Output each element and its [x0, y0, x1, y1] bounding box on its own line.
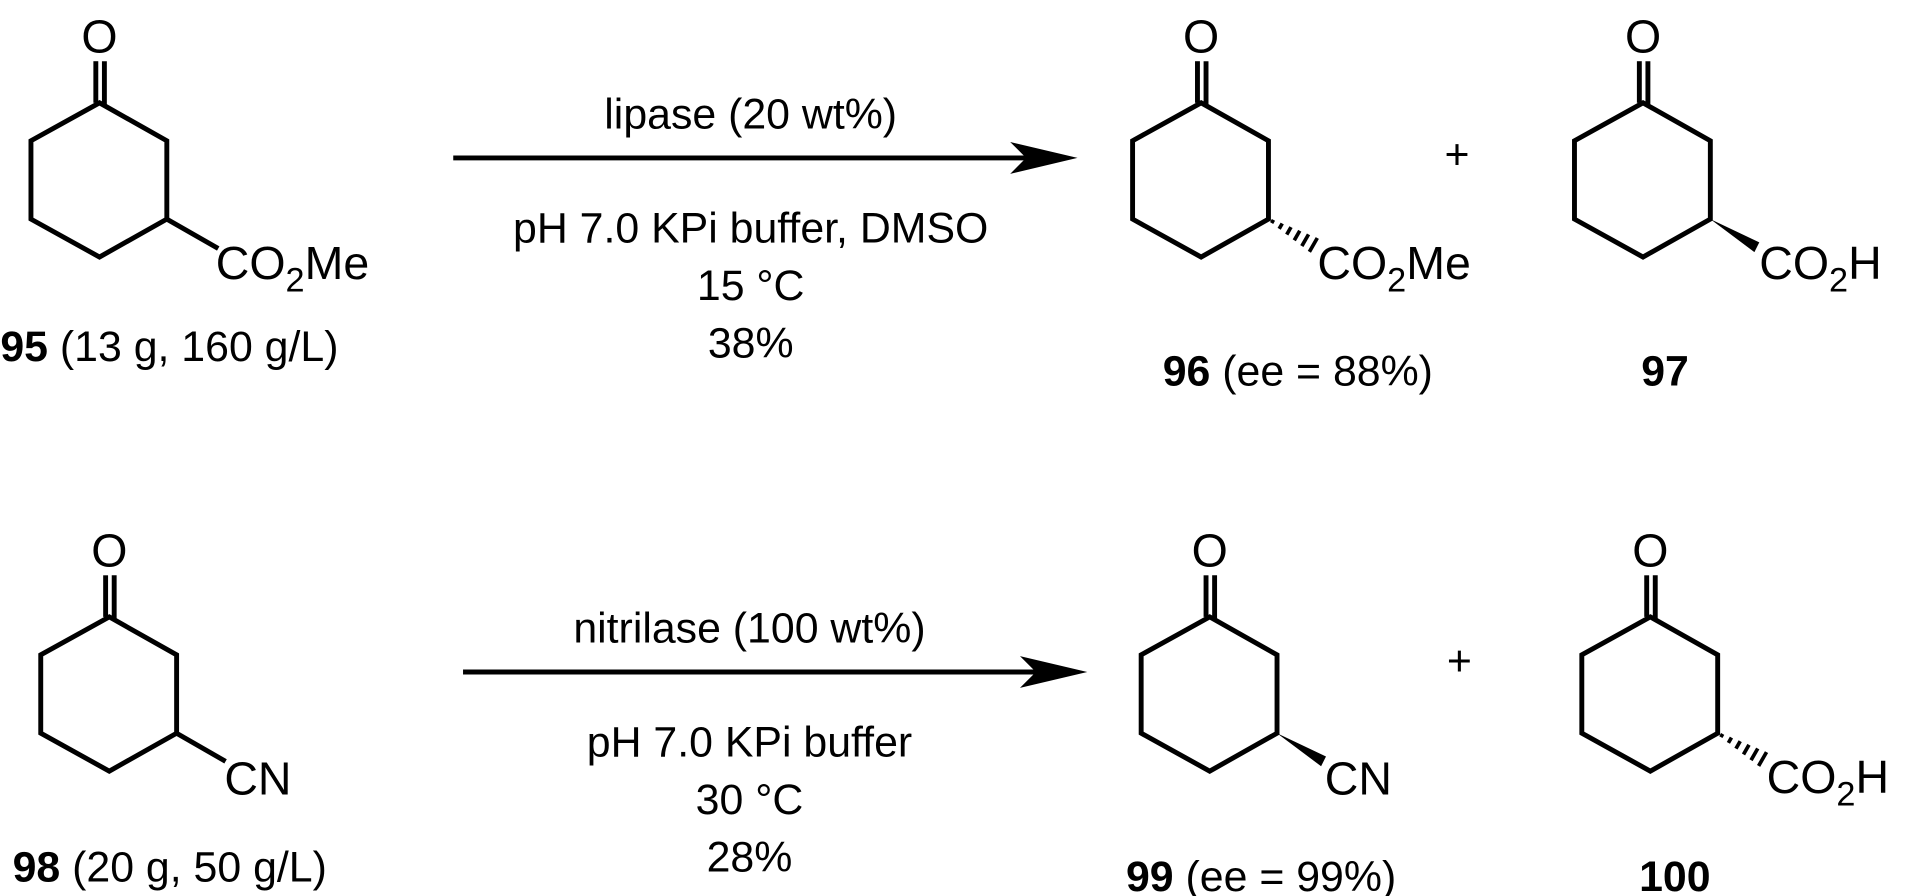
reaction-1: O CO2Me 95 (13 g, 160 g/L) lipase (20 wt… [0, 11, 1881, 396]
carbonyl-oxygen: O [1183, 11, 1219, 63]
bold-wedge-bond [1710, 219, 1760, 253]
hash-line [1270, 218, 1276, 224]
acid-group: CO2H [1759, 237, 1881, 299]
cyclohexanone-ring [1141, 575, 1277, 771]
compound-label-96: 96 (ee = 88%) [1163, 348, 1433, 396]
reaction-arrow-2 [463, 656, 1088, 688]
reagent-text: lipase (20 wt%) [604, 91, 897, 139]
compound-97: O CO2H [1574, 11, 1882, 299]
cyclohexanone-ring [1574, 61, 1710, 257]
hash-line [1300, 233, 1311, 247]
compound-label-97: 97 [1641, 348, 1689, 396]
hash-line [1277, 222, 1284, 230]
condition-solvent: pH 7.0 KPi buffer [587, 718, 912, 766]
cyclohexanone-ring [1582, 575, 1718, 771]
nitrile-group: CN [1325, 752, 1392, 804]
bold-wedge-bond [1277, 733, 1326, 767]
compound-label-95: 95 (13 g, 160 g/L) [0, 323, 338, 371]
cyclohexanone-ring [41, 575, 177, 771]
compound-label-99: 99 (ee = 99%) [1126, 853, 1396, 896]
hash-line [1292, 229, 1302, 242]
condition-solvent: pH 7.0 KPi buffer, DMSO [513, 204, 988, 252]
carbonyl-oxygen: O [91, 525, 127, 577]
compound-label-98: 98 (20 g, 50 g/L) [13, 843, 327, 891]
plus-sign: + [1447, 638, 1472, 686]
hashed-wedge-bond [1270, 218, 1319, 253]
compound-100: O CO2H [1582, 525, 1889, 813]
reaction-arrow-1 [453, 141, 1078, 174]
condition-yield: 28% [707, 834, 793, 882]
hash-line [1285, 226, 1293, 236]
compound-99: O CN [1141, 525, 1392, 804]
hashed-wedge-bond [1719, 733, 1769, 767]
condition-temperature: 15 °C [697, 262, 805, 310]
carbonyl-oxygen: O [81, 11, 117, 63]
compound-label-100: 100 [1639, 853, 1710, 896]
carbonyl-oxygen: O [1192, 525, 1228, 577]
condition-temperature: 30 °C [696, 776, 804, 824]
compound-96: O CO2Me [1133, 11, 1471, 299]
nitrile-group: CN [224, 752, 291, 804]
hash-line [1726, 736, 1734, 744]
ester-group: CO2Me [1317, 237, 1470, 299]
hash-line [1307, 237, 1319, 253]
compound-98: O CN [41, 525, 292, 804]
compound-95: O CO2Me [31, 11, 369, 299]
hash-line [1749, 747, 1760, 762]
hash-line [1757, 751, 1769, 767]
carbonyl-oxygen: O [1625, 11, 1661, 63]
hash-line [1741, 743, 1751, 756]
acid-group: CO2H [1767, 751, 1889, 813]
carbonyl-oxygen: O [1632, 525, 1668, 577]
cyclohexanone-ring [1133, 61, 1269, 257]
reaction-2: O CN 98 (20 g, 50 g/L) nitrilase (100 wt… [13, 525, 1889, 896]
condition-yield: 38% [708, 319, 794, 367]
ester-group: CO2Me [216, 237, 369, 299]
hash-line [1734, 740, 1742, 750]
reagent-text: nitrilase (100 wt%) [573, 605, 925, 653]
hash-line [1719, 733, 1725, 739]
plus-sign: + [1444, 131, 1469, 179]
cyclohexanone-ring [31, 61, 167, 257]
